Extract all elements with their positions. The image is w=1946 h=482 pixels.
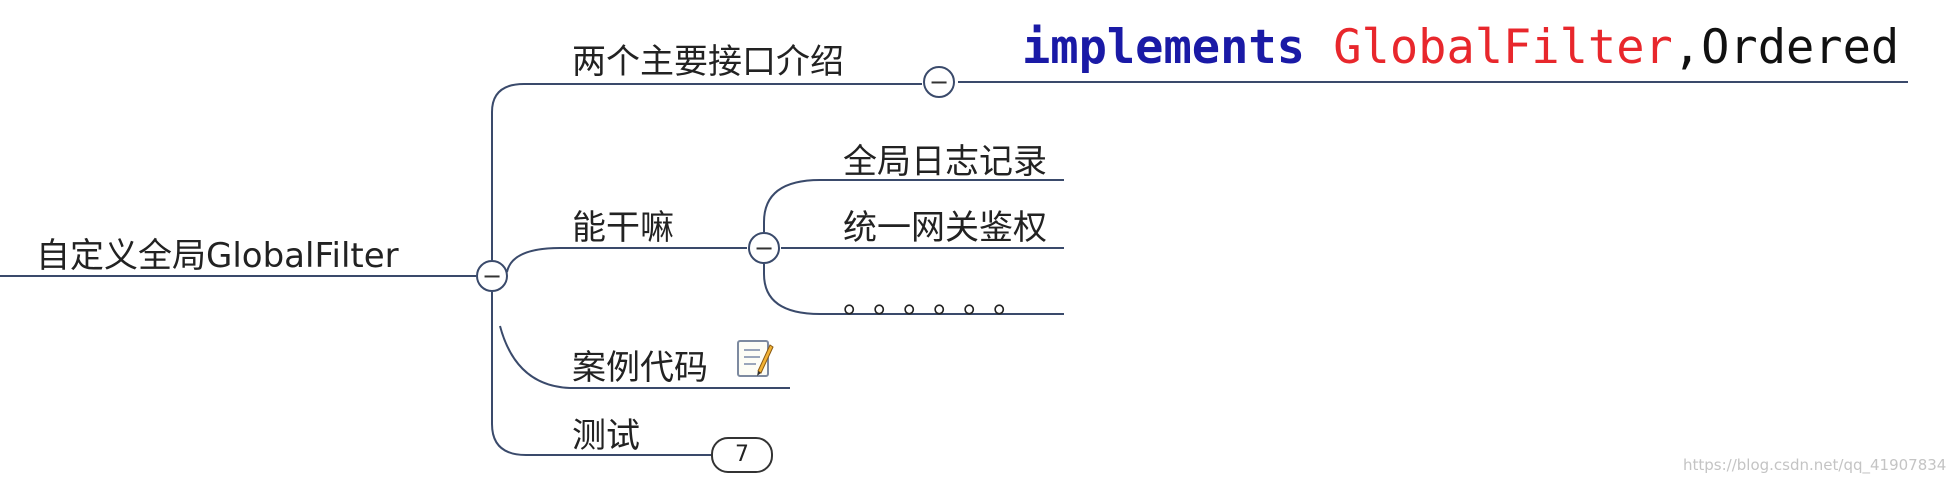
collapse-toggle-root[interactable]: −: [476, 260, 508, 292]
collapse-icon: −: [754, 234, 774, 262]
branch-interfaces[interactable]: 两个主要接口介绍: [572, 42, 844, 82]
leaf-global-logging[interactable]: 全局日志记录: [843, 142, 1047, 182]
code-class-name: GlobalFilter: [1333, 20, 1673, 75]
trunk-upper: [491, 83, 525, 260]
connector-lines: [0, 81, 1908, 456]
hidden-count-badge[interactable]: 7: [711, 437, 773, 473]
leaf-ellipsis[interactable]: 。。。。。。: [843, 282, 1040, 320]
leaf1-curve: [763, 179, 1064, 232]
code-keyword: implements: [1022, 20, 1305, 75]
collapse-toggle-branch2[interactable]: −: [748, 232, 780, 264]
branch-sample-code[interactable]: 案例代码: [572, 348, 708, 388]
branch-capabilities[interactable]: 能干嘛: [572, 208, 674, 248]
watermark: https://blog.csdn.net/qq_41907834: [1683, 456, 1946, 474]
collapse-icon: −: [482, 262, 502, 290]
memo-note-icon[interactable]: [736, 338, 774, 378]
branch-testing[interactable]: 测试: [572, 416, 640, 456]
leaf3-curve: [763, 264, 1064, 315]
collapse-toggle-branch1[interactable]: −: [923, 66, 955, 98]
trunk-lower: [491, 292, 527, 456]
branch2-curve: [506, 247, 561, 273]
branch3-curve: [499, 325, 571, 389]
root-topic[interactable]: 自定义全局GlobalFilter: [36, 236, 399, 276]
code-rest: ,Ordered: [1672, 20, 1900, 75]
collapse-icon: −: [929, 68, 949, 96]
code-snippet: implements GlobalFilter,Ordered: [1022, 20, 1899, 75]
leaf-gateway-auth[interactable]: 统一网关鉴权: [843, 208, 1047, 248]
